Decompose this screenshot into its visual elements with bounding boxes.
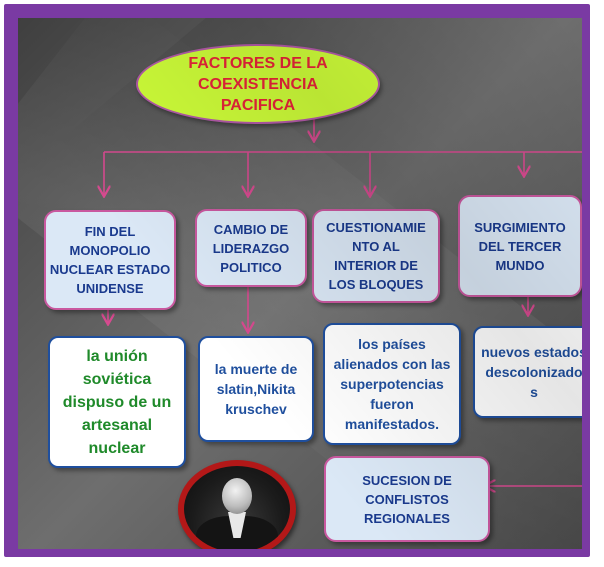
portrait-head [222, 478, 252, 514]
category-label: SURGIMIENTO DEL TERCER MUNDO [474, 219, 566, 273]
detail-text: nuevos estados descolonizado s [481, 344, 582, 400]
detail-box-union-sovietica: la unión soviética dispuso de un artesan… [48, 336, 186, 468]
portrait-photo [178, 460, 296, 549]
category-box-cuestionamiento: CUESTIONAMIE NTO AL INTERIOR DE LOS BLOQ… [312, 209, 440, 303]
detail-box-muerte-stalin: la muerte de slatin,Nikita kruschev [198, 336, 314, 442]
title-ellipse: FACTORES DE LA COEXISTENCIA PACIFICA [136, 44, 380, 124]
category-box-surgimiento: SURGIMIENTO DEL TERCER MUNDO [458, 195, 582, 297]
detail-text: la muerte de slatin,Nikita kruschev [214, 361, 298, 417]
detail-text: los países alienados con las superpotenc… [333, 336, 451, 432]
detail-box-nuevos-estados: nuevos estados descolonizado s [473, 326, 582, 418]
category-label: CAMBIO DE LIDERAZGO POLITICO [212, 221, 290, 275]
category-label: FIN DEL MONOPOLIO NUCLEAR ESTADO UNIDENS… [49, 224, 171, 296]
portrait-collar [228, 512, 246, 538]
detail-box-paises-alienados: los países alienados con las superpotenc… [323, 323, 461, 445]
category-box-cambio-liderazgo: CAMBIO DE LIDERAZGO POLITICO [195, 209, 307, 287]
sucesion-label: SUCESION DE CONFLISTOS REGIONALES [362, 472, 452, 526]
slide-frame: FACTORES DE LA COEXISTENCIA PACIFICA FIN… [4, 4, 590, 557]
category-label: CUESTIONAMIE NTO AL INTERIOR DE LOS BLOQ… [326, 220, 426, 292]
sucesion-conflictos-box: SUCESION DE CONFLISTOS REGIONALES [324, 456, 490, 542]
diagram-title: FACTORES DE LA COEXISTENCIA PACIFICA [188, 54, 328, 114]
portrait-image [184, 466, 290, 549]
category-box-fin-monopolio: FIN DEL MONOPOLIO NUCLEAR ESTADO UNIDENS… [44, 210, 176, 310]
slide-canvas: FACTORES DE LA COEXISTENCIA PACIFICA FIN… [18, 18, 582, 549]
detail-text: la unión soviética dispuso de un artesan… [62, 347, 172, 457]
